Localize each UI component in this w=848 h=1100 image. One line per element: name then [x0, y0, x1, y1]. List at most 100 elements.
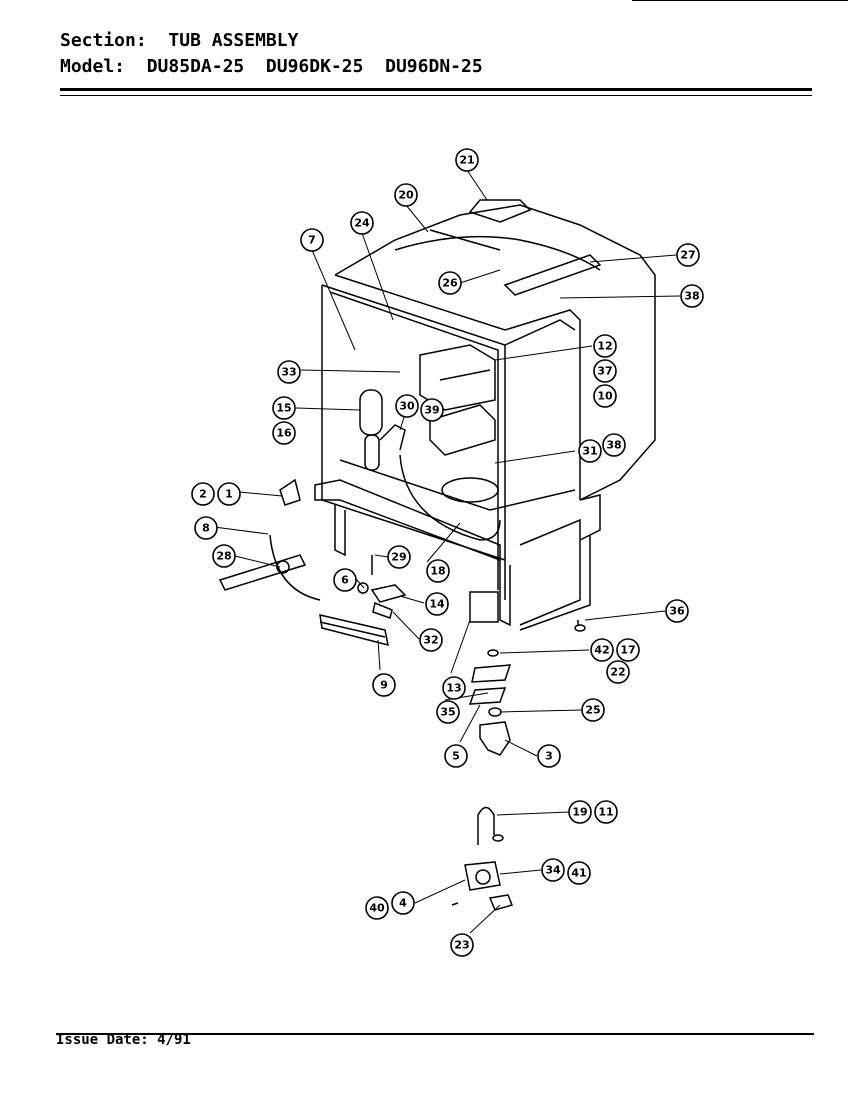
callout-31: 31: [578, 439, 602, 463]
callout-circle: [391, 891, 415, 915]
callout-circle: [350, 211, 374, 235]
callout-6: 6: [333, 568, 357, 592]
callout-label: 28: [216, 550, 231, 563]
callout-circle: [455, 148, 479, 172]
callout-label: 33: [281, 366, 296, 379]
callout-label: 2: [199, 488, 207, 501]
callout-circle: [420, 398, 444, 422]
callout-circle: [426, 559, 450, 583]
callout-label: 38: [684, 290, 699, 303]
callout-25: 25: [581, 698, 605, 722]
callout-circle: [568, 800, 592, 824]
callout-10: 10: [593, 384, 617, 408]
callout-circle: [578, 439, 602, 463]
callout-39: 39: [420, 398, 444, 422]
top-edge-rule: [632, 0, 848, 1]
header-rule-thick: [60, 88, 812, 91]
callout-circle: [333, 568, 357, 592]
section-row: Section: TUB ASSEMBLY: [60, 28, 483, 54]
callout-26: 26: [438, 271, 462, 295]
callout-circle: [436, 700, 460, 724]
callout-circle: [272, 396, 296, 420]
callout-15: 15: [272, 396, 296, 420]
callout-label: 38: [606, 439, 621, 452]
callout-label: 9: [380, 679, 388, 692]
callout-37: 37: [593, 359, 617, 383]
footer-rule: [56, 1033, 814, 1035]
callout-label: 4: [399, 897, 407, 910]
callout-16: 16: [272, 421, 296, 445]
leader-lines: [213, 169, 681, 934]
callout-label: 40: [369, 902, 385, 915]
callout-label: 13: [446, 682, 461, 695]
callout-circle: [537, 744, 561, 768]
callout-label: 34: [545, 864, 561, 877]
callout-20: 20: [394, 183, 418, 207]
callout-33: 33: [277, 360, 301, 384]
callout-label: 6: [341, 574, 349, 587]
callout-label: 32: [423, 634, 438, 647]
callout-38: 38: [680, 284, 704, 308]
callout-7: 7: [300, 228, 324, 252]
callout-label: 36: [669, 605, 685, 618]
callout-circle: [395, 394, 419, 418]
callout-2: 2: [191, 482, 215, 506]
callout-32: 32: [419, 628, 443, 652]
callout-label: 26: [442, 277, 458, 290]
callout-28: 28: [212, 544, 236, 568]
header-rule-thin: [60, 95, 812, 96]
callout-label: 23: [454, 939, 469, 952]
callout-11: 11: [594, 800, 618, 824]
callout-circle: [212, 544, 236, 568]
callout-circle: [387, 545, 411, 569]
callout-23: 23: [450, 933, 474, 957]
callout-circle: [442, 676, 466, 700]
callout-label: 20: [398, 189, 414, 202]
callout-label: 10: [597, 390, 613, 403]
callout-label: 29: [391, 551, 406, 564]
callout-circle: [419, 628, 443, 652]
callout-14: 14: [425, 592, 449, 616]
callout-circle: [680, 284, 704, 308]
callout-circle: [450, 933, 474, 957]
callout-label: 11: [598, 806, 613, 819]
callout-label: 15: [276, 402, 291, 415]
callout-36: 36: [665, 599, 689, 623]
callout-circle: [593, 359, 617, 383]
callout-circle: [594, 800, 618, 824]
callout-circle: [277, 360, 301, 384]
section-title: TUB ASSEMBLY: [168, 30, 299, 51]
callout-1: 1: [217, 482, 241, 506]
callout-label: 8: [202, 522, 210, 535]
callout-label: 21: [459, 154, 474, 167]
callout-40: 40: [365, 896, 389, 920]
callout-circle: [394, 183, 418, 207]
callout-circle: [616, 638, 640, 662]
callout-29: 29: [387, 545, 411, 569]
callout-circle: [602, 433, 626, 457]
callout-19: 19: [568, 800, 592, 824]
callout-label: 30: [399, 400, 415, 413]
model-row: Model: DU85DA-25 DU96DK-25 DU96DN-25: [60, 54, 483, 80]
callout-circle: [194, 516, 218, 540]
callout-9: 9: [372, 673, 396, 697]
callout-13: 13: [442, 676, 466, 700]
callout-label: 24: [354, 217, 370, 230]
callout-42: 42: [590, 638, 614, 662]
callout-circle: [593, 334, 617, 358]
callout-circle: [567, 861, 591, 885]
callout-label: 22: [610, 666, 625, 679]
model-numbers: DU85DA-25 DU96DK-25 DU96DN-25: [146, 56, 483, 77]
issue-date: Issue Date: 4/91: [56, 1032, 191, 1048]
callout-35: 35: [436, 700, 460, 724]
callout-circle: [425, 592, 449, 616]
callout-label: 19: [572, 806, 587, 819]
model-label: Model:: [60, 56, 126, 77]
callout-18: 18: [426, 559, 450, 583]
callout-22: 22: [606, 660, 630, 684]
callout-circle: [676, 243, 700, 267]
callout-label: 31: [582, 445, 597, 458]
callout-label: 42: [594, 644, 609, 657]
